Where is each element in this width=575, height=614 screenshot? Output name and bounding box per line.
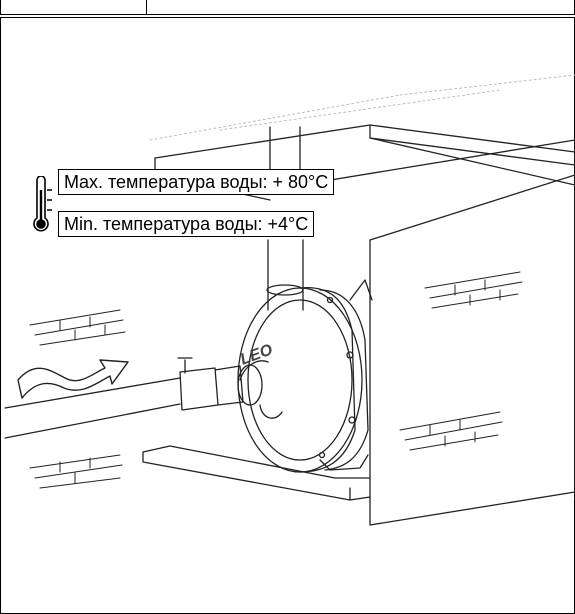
- table-bottom-line: [1, 17, 574, 18]
- perspective-lines: [149, 74, 575, 141]
- flow-arrow-icon: [17, 359, 129, 399]
- min-temperature-label: Min. температура воды: +4°C: [58, 211, 315, 237]
- max-temperature-label: Max. температура воды: + 80°C: [58, 169, 335, 195]
- vertical-pipe: [266, 126, 304, 311]
- cabinet: [154, 124, 575, 526]
- base-shelf: [142, 445, 371, 501]
- thermometer-icon: [33, 176, 52, 232]
- table-divider: [146, 0, 147, 14]
- inlet-pipe: [4, 357, 263, 439]
- brick-marks: [29, 271, 523, 489]
- brand-logo: LEO: [238, 341, 275, 368]
- pump-body: [237, 279, 373, 473]
